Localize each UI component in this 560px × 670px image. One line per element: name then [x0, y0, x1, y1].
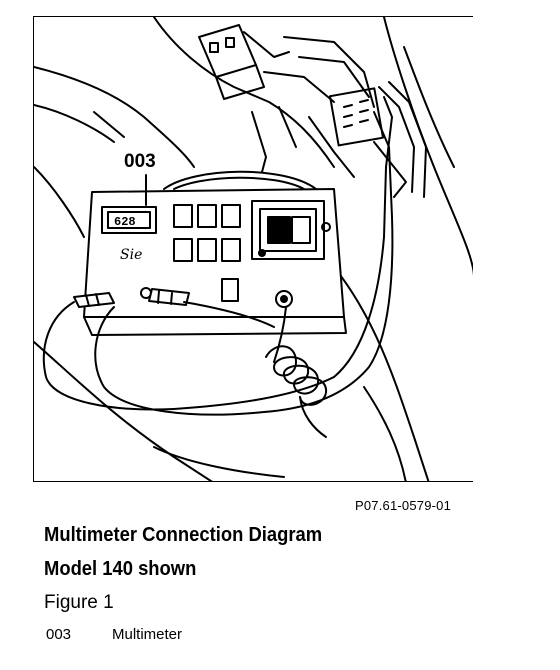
multimeter-key: [221, 238, 241, 262]
input-jack: [275, 290, 293, 308]
multimeter-key: [197, 204, 217, 228]
multimeter-key: [221, 278, 239, 302]
figure-reference-code: P07.61-0579-01: [355, 498, 452, 513]
multimeter-display: [101, 206, 157, 234]
multimeter-key: [173, 238, 193, 262]
brand-logo: Sie: [120, 247, 142, 263]
multimeter-key: [197, 238, 217, 262]
caption-subtitle: Model 140 shown: [44, 558, 197, 580]
multimeter-key: [173, 204, 193, 228]
legend-label: Multimeter: [112, 626, 183, 643]
relay-block: [198, 24, 335, 103]
callout-label: 003: [124, 151, 156, 172]
multimeter-key: [221, 204, 241, 228]
legend-item: 003 Multimeter: [46, 626, 182, 643]
figure-number: Figure 1: [44, 592, 114, 613]
connector-cluster: [251, 36, 427, 198]
illustration-frame: 003 628 Sie: [33, 16, 473, 482]
caption-title: Multimeter Connection Diagram: [44, 524, 323, 546]
multimeter-illustration: 003 628 Sie: [34, 17, 473, 481]
multimeter-body: [83, 170, 347, 336]
display-reading: 628: [114, 215, 136, 229]
vehicle-interior-lines: [34, 17, 473, 481]
legend-number: 003: [46, 626, 72, 643]
test-leads: [42, 96, 394, 438]
